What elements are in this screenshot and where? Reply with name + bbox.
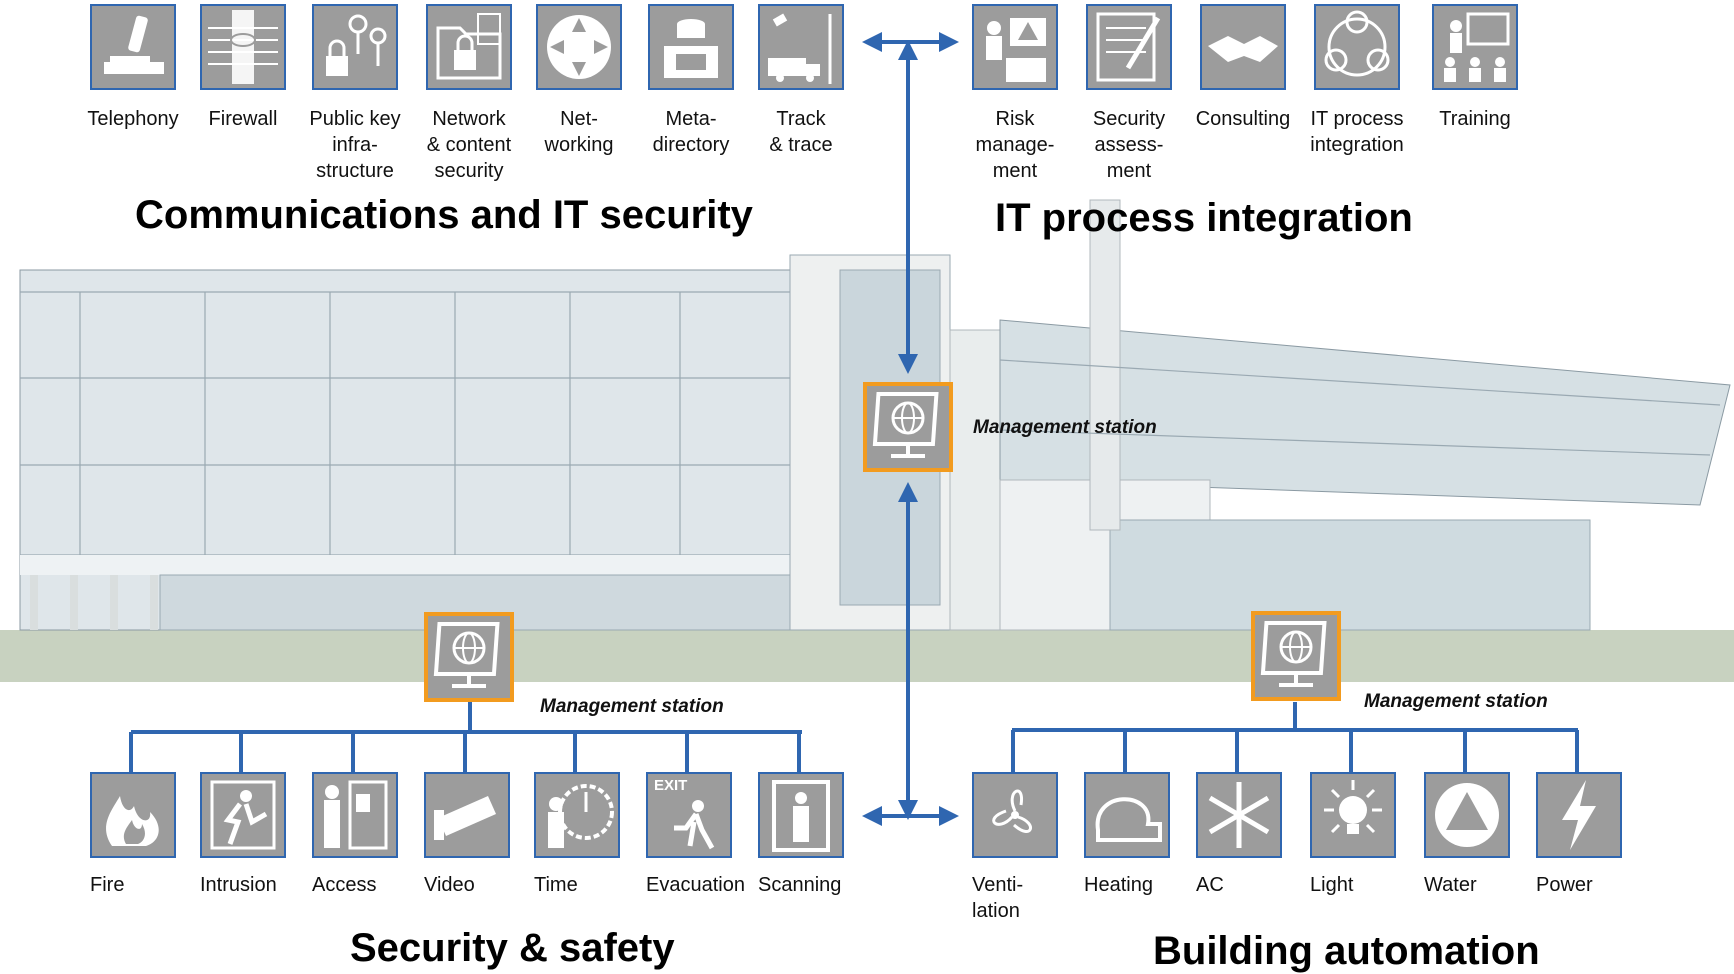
handshake-icon (1208, 36, 1278, 62)
tile-label-safety-3: Video (424, 874, 475, 896)
tile-building-5[interactable] (1536, 772, 1622, 858)
globe-monitor-icon (872, 392, 939, 458)
tile-comm-6[interactable] (758, 4, 844, 90)
intrusion-icon (210, 780, 276, 850)
tile-label-safety-6: Scanning (758, 874, 842, 896)
networking-icon (547, 15, 611, 79)
tile-building-1[interactable] (1084, 772, 1170, 858)
water-icon (1435, 783, 1499, 847)
exit-badge: EXIT (654, 777, 688, 794)
left-wing (19, 269, 791, 631)
heating-icon (1095, 797, 1162, 842)
light-icon (1324, 780, 1382, 834)
tile-label-comm-2: Public key infra- structure (309, 108, 401, 182)
tile-building-3[interactable] (1310, 772, 1396, 858)
risk-icon (986, 18, 1046, 82)
tile-comm-0[interactable] (90, 4, 176, 90)
right-wing (999, 199, 1731, 631)
tile-label-building-4: Water (1424, 874, 1477, 896)
tile-label-itp-3: IT process integration (1310, 108, 1404, 156)
management-station-label-building: Management station (1364, 691, 1548, 712)
tile-safety-5[interactable]: EXIT (646, 772, 732, 858)
tile-label-building-0: Venti- lation (972, 874, 1024, 922)
tile-safety-3[interactable] (424, 772, 510, 858)
tile-comm-2[interactable] (312, 4, 398, 90)
title-safety: Security & safety (350, 926, 675, 970)
scanner-icon (772, 780, 830, 852)
tile-label-comm-5: Meta- directory (652, 108, 730, 156)
tile-label-comm-0: Telephony (87, 108, 179, 130)
assessment-icon (1096, 12, 1161, 82)
directory-icon (664, 19, 718, 78)
tile-label-comm-1: Firewall (208, 108, 278, 130)
tile-safety-0[interactable] (90, 772, 176, 858)
telephony-icon (104, 15, 164, 74)
tile-itp-1[interactable] (1086, 4, 1172, 90)
fan-icon (992, 789, 1032, 833)
globe-monitor-icon (433, 622, 500, 688)
tile-comm-5[interactable] (648, 4, 734, 90)
tile-label-building-3: Light (1310, 874, 1354, 896)
tile-label-safety-4: Time (534, 874, 578, 896)
tile-label-safety-5: Evacuation (646, 874, 745, 896)
tile-itp-4[interactable] (1432, 4, 1518, 90)
tile-building-2[interactable] (1196, 772, 1282, 858)
title-itp: IT process integration (995, 196, 1413, 240)
globe-monitor-icon (1260, 621, 1327, 687)
tile-itp-3[interactable] (1314, 4, 1400, 90)
tile-label-building-1: Heating (1084, 874, 1153, 896)
tile-safety-2[interactable] (312, 772, 398, 858)
satellite-truck-icon (768, 13, 832, 84)
fire-icon (106, 796, 159, 846)
management-station-label-safety: Management station (540, 696, 724, 717)
title-building: Building automation (1153, 929, 1540, 973)
tile-label-itp-0: Risk manage- ment (975, 108, 1055, 182)
tile-safety-6[interactable] (758, 772, 844, 858)
snowflake-icon (1208, 782, 1270, 848)
lightning-icon (1562, 780, 1596, 850)
tile-label-safety-2: Access (312, 874, 377, 896)
tile-safety-1[interactable] (200, 772, 286, 858)
tile-itp-0[interactable] (972, 4, 1058, 90)
keys-icon (326, 14, 387, 76)
tile-safety-4[interactable] (534, 772, 620, 858)
management-station-label-center: Management station (973, 417, 1157, 438)
tile-label-itp-4: Training (1439, 108, 1511, 130)
exit-icon (674, 800, 715, 850)
tile-label-building-2: AC (1196, 874, 1224, 896)
tile-label-building-5: Power (1536, 874, 1593, 896)
tile-building-0[interactable] (972, 772, 1058, 858)
tile-label-itp-2: Consulting (1195, 108, 1291, 130)
tile-label-comm-6: Track & trace (769, 108, 833, 156)
tile-label-comm-3: Network & content security (426, 108, 512, 182)
management-station-center[interactable] (863, 382, 953, 472)
tile-comm-1[interactable] (200, 4, 286, 90)
tile-label-safety-1: Intrusion (200, 874, 277, 896)
management-station-building[interactable] (1251, 611, 1341, 701)
title-comm: Communications and IT security (135, 193, 753, 237)
camera-icon (434, 796, 496, 840)
tile-label-safety-0: Fire (90, 874, 125, 896)
access-icon (324, 780, 388, 850)
tile-comm-3[interactable] (426, 4, 512, 90)
folder-lock-icon (436, 13, 502, 80)
management-station-safety[interactable] (424, 612, 514, 702)
time-icon (548, 784, 614, 848)
tile-comm-4[interactable] (536, 4, 622, 90)
tile-label-comm-4: Net- working (544, 108, 614, 156)
tile-label-itp-1: Security assess- ment (1092, 108, 1166, 182)
tile-building-4[interactable] (1424, 772, 1510, 858)
training-icon (1444, 12, 1510, 82)
firewall-icon (208, 10, 278, 84)
cycle-icon (1324, 10, 1390, 77)
tile-itp-2[interactable] (1200, 4, 1286, 90)
